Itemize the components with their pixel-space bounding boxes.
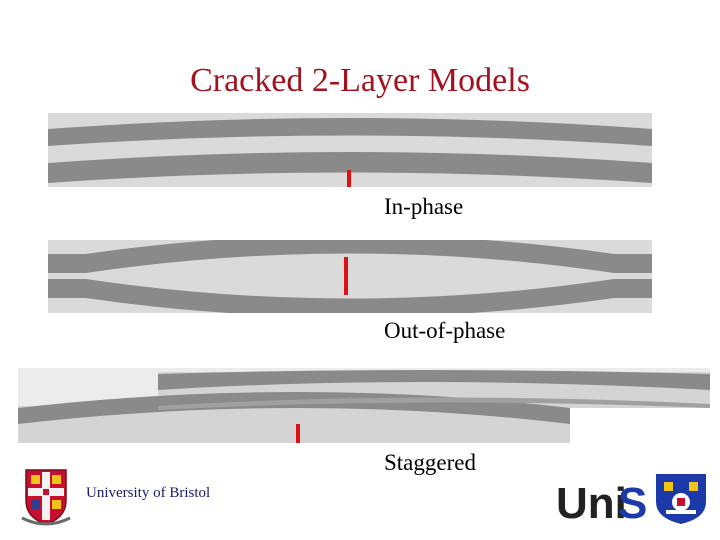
out-of-phase-label: Out-of-phase xyxy=(384,318,506,343)
crack-mark xyxy=(296,424,300,443)
unis-logo: Uni S xyxy=(556,472,712,528)
in-phase-model xyxy=(48,113,652,187)
institution-name: University of Bristol xyxy=(86,485,211,501)
crack-mark xyxy=(344,257,348,295)
crack-mark xyxy=(347,170,351,187)
svg-text:S: S xyxy=(618,479,647,526)
svg-text:Uni: Uni xyxy=(556,479,627,526)
university-crest-logo xyxy=(20,466,72,528)
slide-title: Cracked 2-Layer Models xyxy=(190,62,530,99)
staggered-model xyxy=(18,368,710,443)
in-phase-label: In-phase xyxy=(384,194,464,219)
staggered-label: Staggered xyxy=(384,450,476,475)
out-of-phase-model xyxy=(48,240,652,313)
